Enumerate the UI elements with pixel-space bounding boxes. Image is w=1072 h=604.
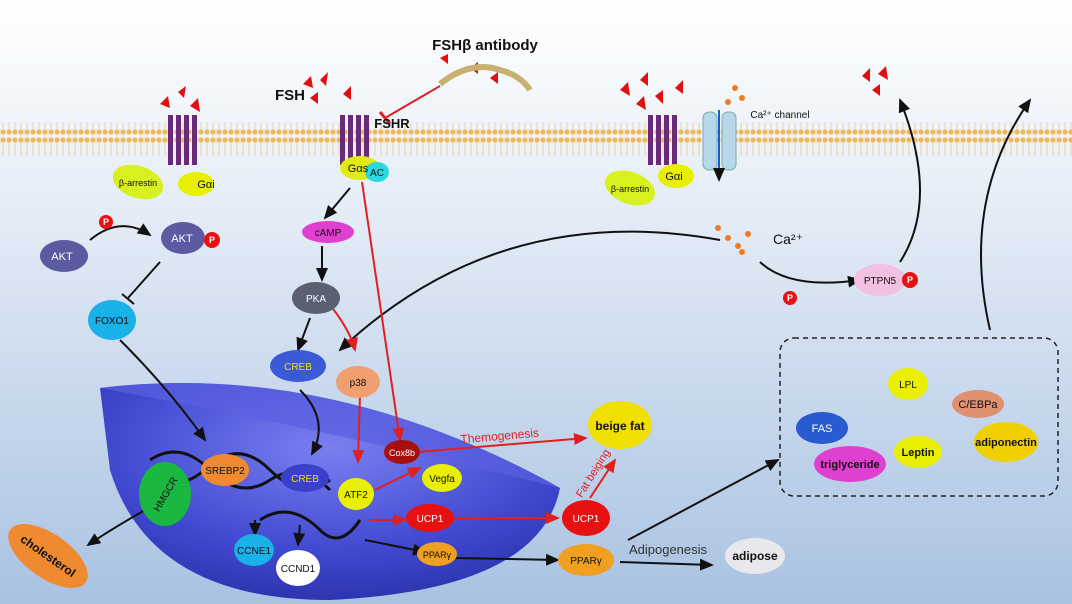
akt-2-label: AKT <box>171 233 193 245</box>
gai-left-label: Gαi <box>197 179 214 191</box>
ptpn5-label: PTPN5 <box>864 276 897 287</box>
triglyceride-label: triglyceride <box>820 459 879 471</box>
gai-right-label: Gαi <box>665 171 682 183</box>
lpl-label: LPL <box>899 380 917 391</box>
gas-label: Gαs <box>348 163 369 175</box>
nucleus-rim <box>100 382 560 488</box>
adipogenesis-label: Adipogenesis <box>629 542 708 557</box>
receptor-right <box>648 115 677 165</box>
ccnd1-label: CCND1 <box>281 564 316 575</box>
ucp1-out-label: UCP1 <box>573 514 600 525</box>
cox8b-label: Cox8b <box>389 448 415 458</box>
adiponectin-label: adiponectin <box>975 437 1037 449</box>
phospho-label-4: P <box>907 275 913 285</box>
ac-label: AC <box>370 168 384 179</box>
ccne1-label: CCNE1 <box>237 546 271 557</box>
black-arrows <box>86 98 1032 571</box>
cebpa-label: C/EBPa <box>958 399 998 411</box>
camp-label: cAMP <box>315 228 342 239</box>
fsh-ligands <box>160 54 888 112</box>
cell-membrane <box>0 122 1072 156</box>
creb-nuc-label: CREB <box>291 474 319 485</box>
calcium-channel <box>702 110 737 182</box>
p38-label: p38 <box>350 378 367 389</box>
akt-1-label: AKT <box>51 251 73 263</box>
fsh-antibody-label: FSHβ antibody <box>432 37 538 54</box>
antibody-inhibit <box>384 85 441 119</box>
adipocyte-gene-box <box>779 337 1059 497</box>
receptor-left <box>168 115 197 165</box>
barrestin-left-label: β-arrestin <box>119 178 157 188</box>
creb-cyto-label: CREB <box>284 362 312 373</box>
adipose-label: adipose <box>732 549 778 563</box>
beige-fat-label: beige fat <box>595 419 644 433</box>
phospho-label-1: P <box>103 217 109 227</box>
srebp2-label: SREBP2 <box>205 466 245 477</box>
ca-ions <box>715 85 751 255</box>
receptor-fshr <box>340 115 369 165</box>
barrestin-right-label: β-arrestin <box>611 184 649 194</box>
vegfa-label: Vegfa <box>429 474 455 485</box>
fas-label: FAS <box>812 423 833 435</box>
themogenesis-label: Themogenesis <box>460 426 540 447</box>
ppar-out-label: PPARγ <box>570 556 602 567</box>
foxo1-label: FOXO1 <box>95 316 129 327</box>
atf2-label: ATF2 <box>344 490 368 501</box>
pka-label: PKA <box>306 294 326 305</box>
fsh-label: FSH <box>275 87 305 104</box>
ca-ion-label: Ca²⁺ <box>773 231 803 247</box>
ucp1-nuc-label: UCP1 <box>417 514 444 525</box>
phospho-label-2: P <box>209 235 215 245</box>
fshr-label: FSHR <box>374 116 410 131</box>
ppar-nuc-label: PPARγ <box>423 550 452 560</box>
molecule-shapes <box>8 156 1038 588</box>
antibody-shape <box>438 64 533 92</box>
phospho-label-3: P <box>787 293 793 303</box>
leptin-label: Leptin <box>902 447 935 459</box>
ca-channel-label: Ca²⁺ channel <box>750 110 809 121</box>
